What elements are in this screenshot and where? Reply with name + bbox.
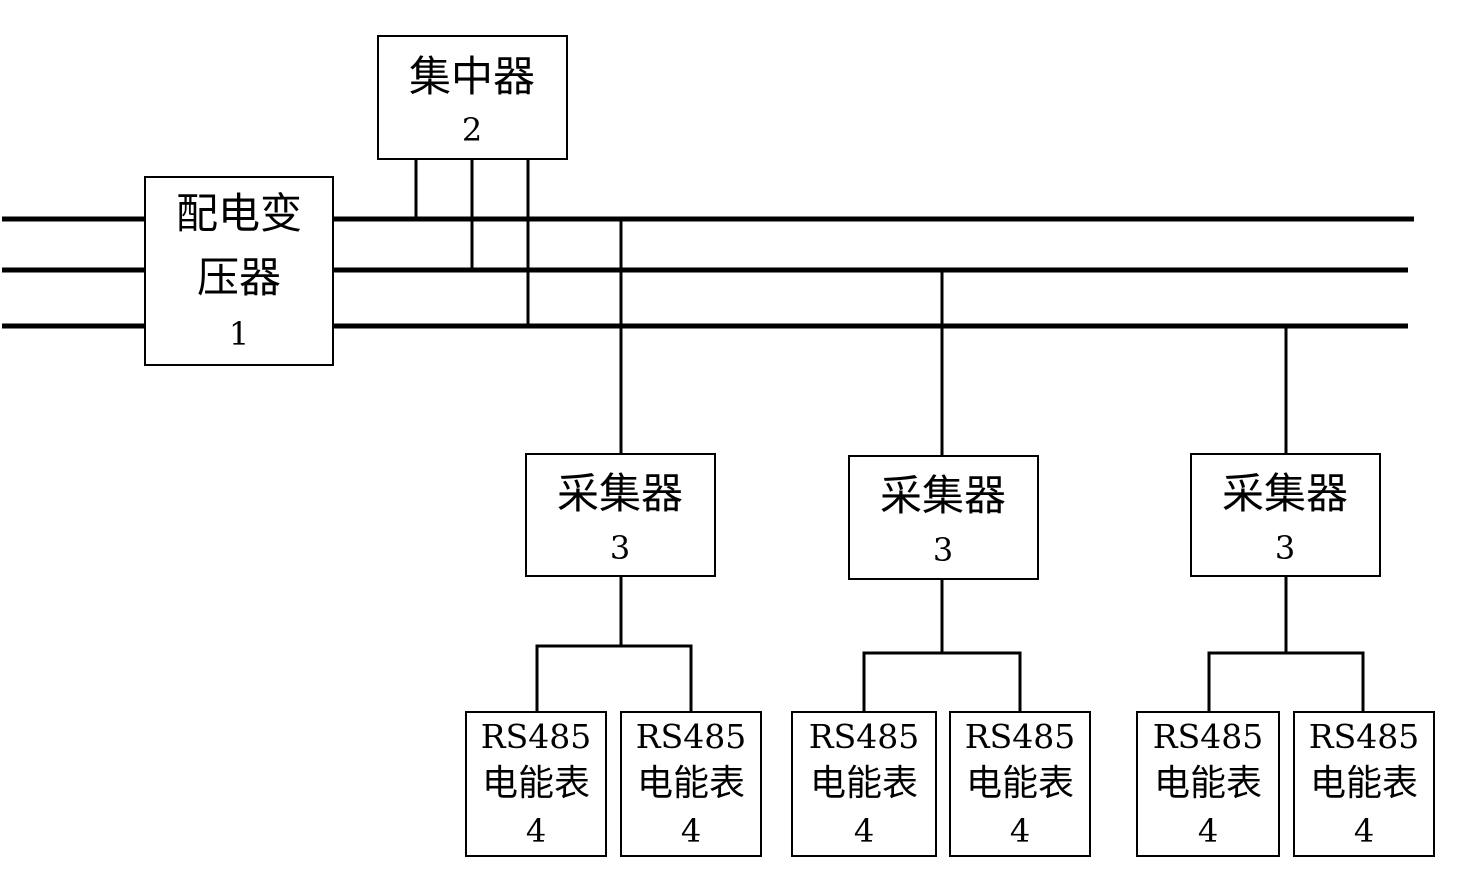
collector-box-1: 采集器 3 xyxy=(526,454,715,576)
collector-number: 3 xyxy=(610,529,630,567)
meter-label: 电能表 xyxy=(1154,763,1262,804)
collector-number: 3 xyxy=(933,531,953,569)
meter-type: RS485 xyxy=(1153,717,1263,756)
meter-label: 电能表 xyxy=(966,763,1074,804)
meter-branch-1b xyxy=(621,646,691,712)
meter-label: 电能表 xyxy=(482,763,590,804)
meter-branch-1 xyxy=(537,576,621,712)
meter-branches xyxy=(537,576,1363,712)
collector-label: 采集器 xyxy=(880,471,1006,520)
meter-type: RS485 xyxy=(809,717,919,756)
concentrator-label: 集中器 xyxy=(409,52,535,101)
meter-box-4: RS485 电能表 4 xyxy=(950,712,1090,856)
meter-label: 电能表 xyxy=(1310,763,1418,804)
meter-type: RS485 xyxy=(1309,717,1419,756)
meter-number: 4 xyxy=(1354,812,1374,850)
transformer-label-line2: 压器 xyxy=(197,253,281,302)
transformer-box: 配电变 压器 1 xyxy=(145,177,333,365)
meter-box-2: RS485 电能表 4 xyxy=(621,712,761,856)
meter-type: RS485 xyxy=(636,717,746,756)
meter-branch-3 xyxy=(1209,576,1286,712)
meter-number: 4 xyxy=(681,812,701,850)
collector-label: 采集器 xyxy=(557,469,683,518)
meter-branch-2 xyxy=(864,579,942,712)
meter-number: 4 xyxy=(1010,812,1030,850)
collector-box-3: 采集器 3 xyxy=(1191,454,1380,576)
meter-box-3: RS485 电能表 4 xyxy=(792,712,936,856)
meter-type: RS485 xyxy=(965,717,1075,756)
collector-taps xyxy=(621,219,1286,456)
meter-box-1: RS485 电能表 4 xyxy=(466,712,606,856)
meter-type: RS485 xyxy=(481,717,591,756)
meter-branch-3b xyxy=(1286,653,1363,712)
meter-label: 电能表 xyxy=(637,763,745,804)
collector-number: 3 xyxy=(1275,529,1295,567)
collector-label: 采集器 xyxy=(1222,469,1348,518)
meter-number: 4 xyxy=(526,812,546,850)
concentrator-box: 集中器 2 xyxy=(378,36,567,159)
collector-box-2: 采集器 3 xyxy=(849,456,1038,579)
transformer-label-line1: 配电变 xyxy=(176,189,302,238)
meter-number: 4 xyxy=(854,812,874,850)
transformer-number: 1 xyxy=(229,315,249,353)
meter-label: 电能表 xyxy=(810,763,918,804)
meter-box-5: RS485 电能表 4 xyxy=(1137,712,1279,856)
concentrator-number: 2 xyxy=(462,111,482,149)
meter-box-6: RS485 电能表 4 xyxy=(1294,712,1434,856)
concentrator-taps xyxy=(416,159,528,326)
meter-branch-2b xyxy=(942,653,1020,712)
meter-number: 4 xyxy=(1198,812,1218,850)
